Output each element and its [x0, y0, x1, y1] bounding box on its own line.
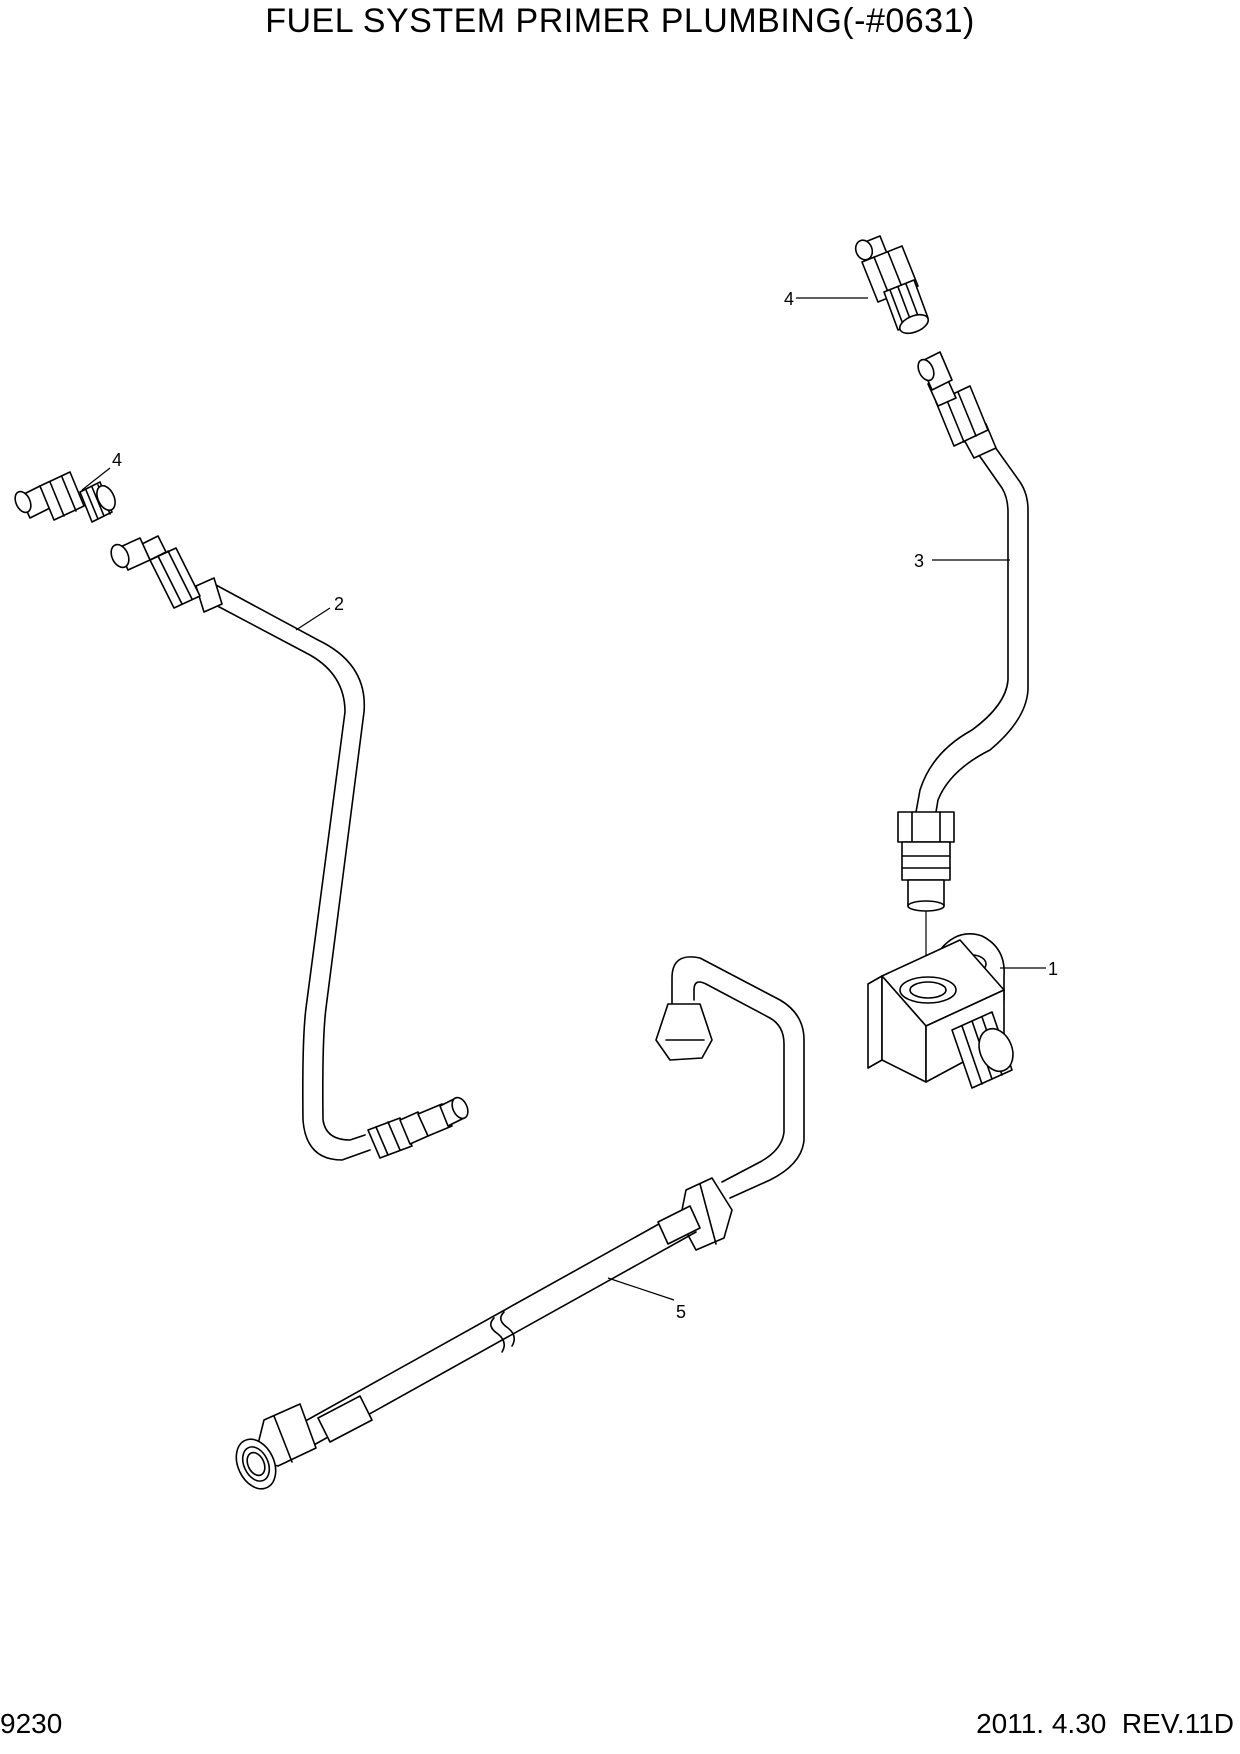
callout-5: 5 [676, 1302, 686, 1322]
fitting-part-3-bottom [897, 811, 955, 980]
page-title: FUEL SYSTEM PRIMER PLUMBING(-#0631) [265, 2, 975, 40]
connector-part-4-right [854, 235, 930, 335]
connector-part-4-left [14, 471, 116, 523]
callout-1: 1 [1048, 959, 1058, 979]
fitting-part-2-top [110, 535, 201, 609]
tube-part-2 [195, 577, 371, 1161]
callout-4-right: 4 [784, 289, 794, 309]
block-part-1 [867, 933, 1014, 1089]
page-number: 9230 [0, 1708, 63, 1739]
leader-4-left [81, 467, 111, 491]
revision-stamp: 2011. 4.30 REV.11D [976, 1708, 1234, 1739]
callout-2: 2 [334, 594, 344, 614]
leader-5 [607, 1277, 675, 1301]
tube-part-3 [915, 423, 1029, 813]
fitting-part-2-bottom [367, 1096, 469, 1159]
callout-4-left: 4 [112, 450, 122, 470]
hose-part-5 [235, 956, 805, 1490]
leader-lines [81, 297, 1046, 1301]
leader-2 [295, 607, 331, 631]
fitting-part-3-top [917, 351, 989, 447]
callout-3: 3 [914, 551, 924, 571]
